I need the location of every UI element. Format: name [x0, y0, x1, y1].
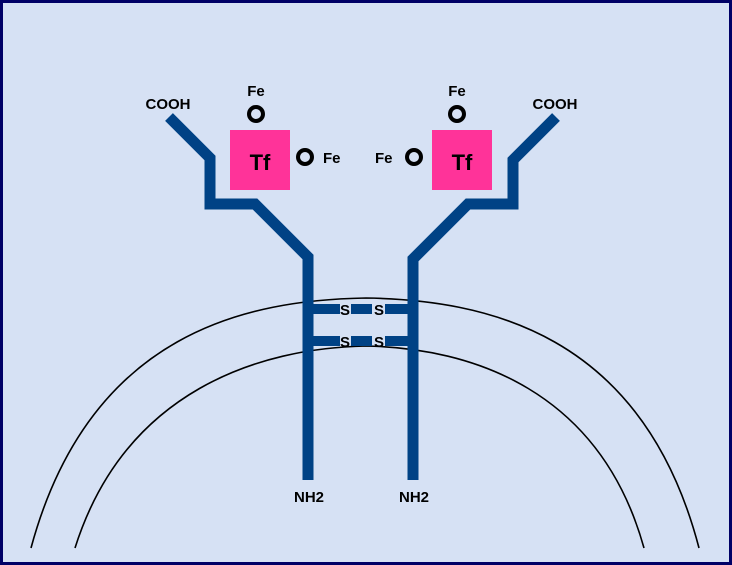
- left-transferrin-label: Tf: [250, 150, 271, 175]
- left-nh2-label: NH2: [294, 489, 324, 506]
- right-cooh-label: COOH: [533, 96, 578, 113]
- right-transferrin-box: [432, 130, 492, 190]
- left-iron-side-icon: [296, 148, 314, 166]
- right-iron-top-label: Fe: [448, 83, 466, 100]
- diagram-background: [3, 3, 729, 562]
- right-nh2-label: NH2: [399, 489, 429, 506]
- membrane-outer-arc: [30, 297, 700, 549]
- right-iron-side-label: Fe: [375, 150, 393, 167]
- sulfur-label-bottom-left: S: [340, 334, 350, 351]
- left-iron-side-label: Fe: [323, 150, 341, 167]
- left-transferrin-box: [230, 130, 290, 190]
- left-cooh-label: COOH: [146, 96, 191, 113]
- right-transferrin-label: Tf: [452, 150, 473, 175]
- left-iron-top-label: Fe: [247, 83, 265, 100]
- right-iron-top-icon: [448, 105, 466, 123]
- right-iron-side-icon: [405, 148, 423, 166]
- left-receptor-chain: [165, 113, 314, 480]
- sulfur-label-top-left: S: [340, 302, 350, 319]
- right-receptor-chain: [407, 113, 560, 480]
- sulfur-label-bottom-right: S: [374, 334, 384, 351]
- sulfur-label-top-right: S: [374, 302, 384, 319]
- left-iron-top-icon: [247, 105, 265, 123]
